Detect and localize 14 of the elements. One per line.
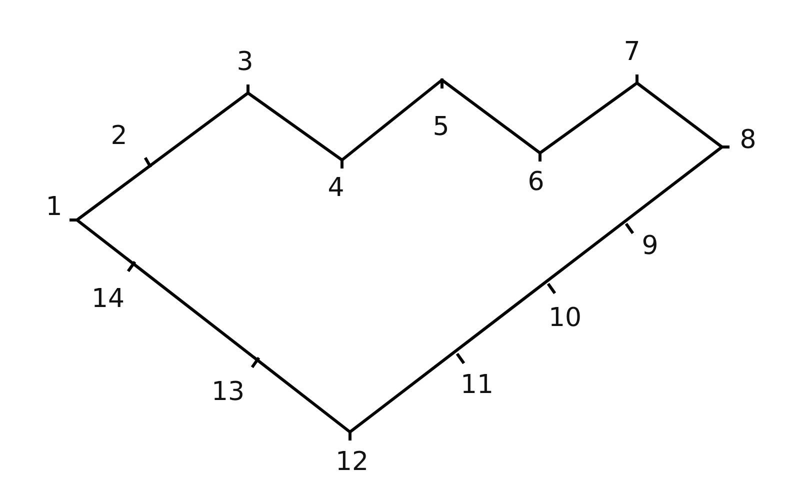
point-number: 11 xyxy=(460,372,494,398)
point-number: 8 xyxy=(740,127,756,153)
point-number: 2 xyxy=(110,123,128,149)
point-number: 7 xyxy=(624,39,640,65)
point-number: 5 xyxy=(432,114,450,140)
point-number: 4 xyxy=(328,175,344,201)
point-number: 12 xyxy=(335,449,369,475)
point-number: 9 xyxy=(642,233,658,259)
point-number: 6 xyxy=(528,169,544,195)
point-number: 1 xyxy=(46,194,62,220)
point-number: 3 xyxy=(236,49,254,75)
point-number: 13 xyxy=(211,379,245,405)
point-number: 14 xyxy=(91,286,125,312)
point-number: 10 xyxy=(548,305,582,331)
